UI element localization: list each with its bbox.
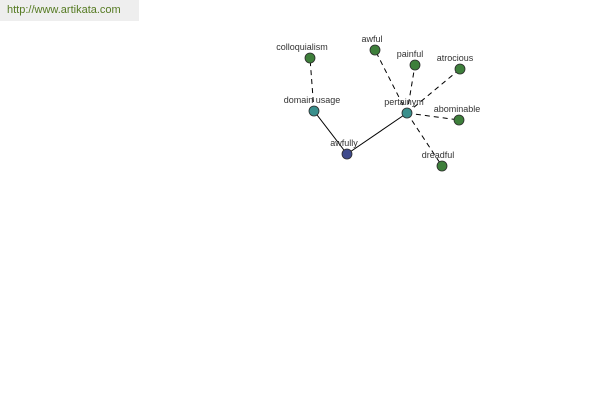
edge-awfully-domain-usage [313,110,348,155]
edge-pertainym-painful [406,64,416,114]
node-dot-atrocious[interactable] [454,63,466,75]
node-abominable[interactable]: abominable [434,104,481,126]
site-header-bar: http://www.artikata.com [0,0,139,21]
site-url-link[interactable]: http://www.artikata.com [7,4,121,16]
node-dot-awful[interactable] [369,44,381,56]
node-label-awful[interactable]: awful [361,34,382,44]
edge-pertainym-awful [374,49,408,114]
node-dot-abominable[interactable] [453,114,465,126]
node-awful[interactable]: awful [361,34,383,56]
edge-awfully-pertainym [346,112,408,155]
node-dot-domain-usage[interactable] [308,105,320,117]
node-dot-painful[interactable] [409,59,421,71]
node-label-pertainym[interactable]: pertainym [384,97,424,107]
node-dot-colloquialism[interactable] [304,52,316,64]
edges-layer [309,49,461,167]
node-pertainym[interactable]: pertainym [384,97,424,119]
node-dot-pertainym[interactable] [401,107,413,119]
node-painful[interactable]: painful [397,49,424,71]
edge-pertainym-dreadful [406,112,443,167]
node-label-awfully[interactable]: awfully [330,138,358,148]
node-label-domain-usage[interactable]: domain usage [284,95,341,105]
edge-pertainym-abominable [406,112,460,121]
node-label-colloquialism[interactable]: colloquialism [276,42,328,52]
nodes-layer: awfully domain usage pertainym colloquialis… [276,34,481,172]
edge-pertainym-atrocious [406,68,461,114]
node-atrocious[interactable]: atrocious [437,53,474,75]
node-awfully[interactable]: awfully [330,138,358,160]
node-colloquialism[interactable]: colloquialism [276,42,328,64]
node-label-painful[interactable]: painful [397,49,424,59]
node-dot-awfully[interactable] [341,148,353,160]
node-label-abominable[interactable]: abominable [434,104,481,114]
node-dot-dreadful[interactable] [436,160,448,172]
node-dreadful[interactable]: dreadful [422,150,455,172]
node-domain-usage[interactable]: domain usage [284,95,341,117]
node-label-dreadful[interactable]: dreadful [422,150,455,160]
node-label-atrocious[interactable]: atrocious [437,53,474,63]
